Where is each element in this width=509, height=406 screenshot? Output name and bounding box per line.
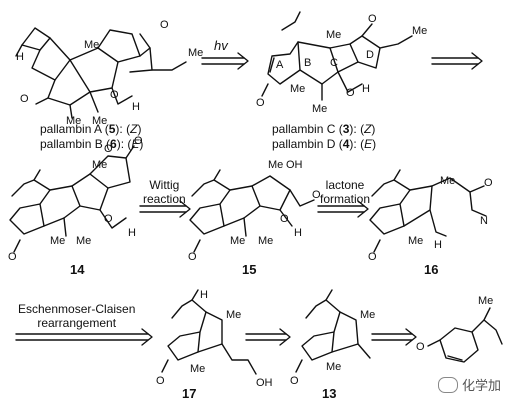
arrow-retro-2 [245, 328, 291, 346]
atom-O: O [368, 13, 377, 25]
atom-O: O [110, 89, 119, 101]
atom-Me: Me [258, 235, 273, 247]
structure-17 [161, 289, 257, 375]
atom-O: O [346, 87, 355, 99]
atom-O: O [20, 93, 29, 105]
compound-number-14: 14 [70, 262, 85, 277]
watermark: 化学加 [437, 375, 501, 394]
atom-H: H [16, 51, 24, 63]
atom-Me: Me [92, 115, 107, 127]
atom-O: O [160, 19, 169, 31]
atom-O: O [416, 341, 425, 353]
arrow-eschenmoser [15, 328, 153, 346]
label-pallambin-C: pallambin C (3): (Z) [272, 122, 376, 136]
atom-Me: Me [268, 159, 283, 171]
structure-15 [189, 169, 315, 253]
atom-H: H [294, 227, 302, 239]
atom-Me: Me [76, 235, 91, 247]
compound-number-17: 17 [182, 386, 197, 401]
ring-label-B: B [304, 57, 311, 69]
atom-Me: Me [50, 235, 65, 247]
atom-Me: Me [360, 309, 375, 321]
atom-O: O [368, 251, 377, 263]
ring-label-A: A [276, 59, 284, 71]
atom-O: O [104, 213, 113, 225]
compound-number-16: 16 [424, 262, 439, 277]
atom-Me: Me [290, 83, 305, 95]
structure-13 [295, 289, 371, 373]
arrow-wittig [139, 200, 191, 218]
atom-Me: Me [412, 25, 427, 37]
atom-O: O [104, 143, 113, 155]
label-pallambin-B: pallambin B (6): (E) [40, 137, 144, 151]
atom-N: N [480, 215, 488, 227]
arrow-lactone [317, 200, 369, 218]
structure-pallambin-AB [15, 27, 187, 119]
atom-Me: Me [66, 115, 81, 127]
ring-label-D: D [366, 49, 374, 61]
atom-OH: OH [286, 159, 303, 171]
atom-H: H [128, 227, 136, 239]
atom-OH: OH [256, 377, 273, 389]
atom-H: H [362, 83, 370, 95]
ring-label-C: C [330, 57, 338, 69]
atom-Me: Me [230, 235, 245, 247]
atom-Me: Me [408, 235, 423, 247]
atom-Me: Me [84, 39, 99, 51]
label-pallambin-A: pallambin A (5): (Z) [40, 122, 142, 136]
atom-Me: Me [226, 309, 241, 321]
atom-O: O [484, 177, 493, 189]
arrow-retro-1 [431, 52, 483, 70]
atom-O: O [280, 213, 289, 225]
atom-Me: Me [326, 29, 341, 41]
arrow-retro-3 [371, 328, 417, 346]
atom-O: O [290, 375, 299, 387]
atom-O: O [156, 375, 165, 387]
structure-cyclohexenone [427, 307, 503, 363]
structure-16 [369, 169, 487, 253]
atom-Me: Me [312, 103, 327, 115]
atom-Me: Me [188, 47, 203, 59]
atom-H: H [200, 289, 208, 301]
atom-Me: Me [440, 175, 455, 187]
atom-O: O [134, 135, 143, 147]
arrow-hv [201, 52, 249, 70]
atom-O: O [188, 251, 197, 263]
atom-Me: Me [326, 361, 341, 373]
label-pallambin-D: pallambin D (4): (E) [272, 137, 377, 151]
compound-number-13: 13 [322, 386, 337, 401]
atom-O: O [312, 189, 321, 201]
structure-14 [9, 145, 135, 253]
atom-O: O [256, 97, 265, 109]
atom-O: O [8, 251, 17, 263]
structure-pallambin-CD [261, 11, 413, 101]
label-hv: hv [214, 38, 228, 53]
atom-H: H [434, 239, 442, 251]
atom-Me: Me [478, 295, 493, 307]
atom-H: H [132, 101, 140, 113]
atom-Me: Me [190, 363, 205, 375]
atom-Me: Me [92, 159, 107, 171]
wechat-icon [437, 376, 458, 393]
compound-number-15: 15 [242, 262, 257, 277]
